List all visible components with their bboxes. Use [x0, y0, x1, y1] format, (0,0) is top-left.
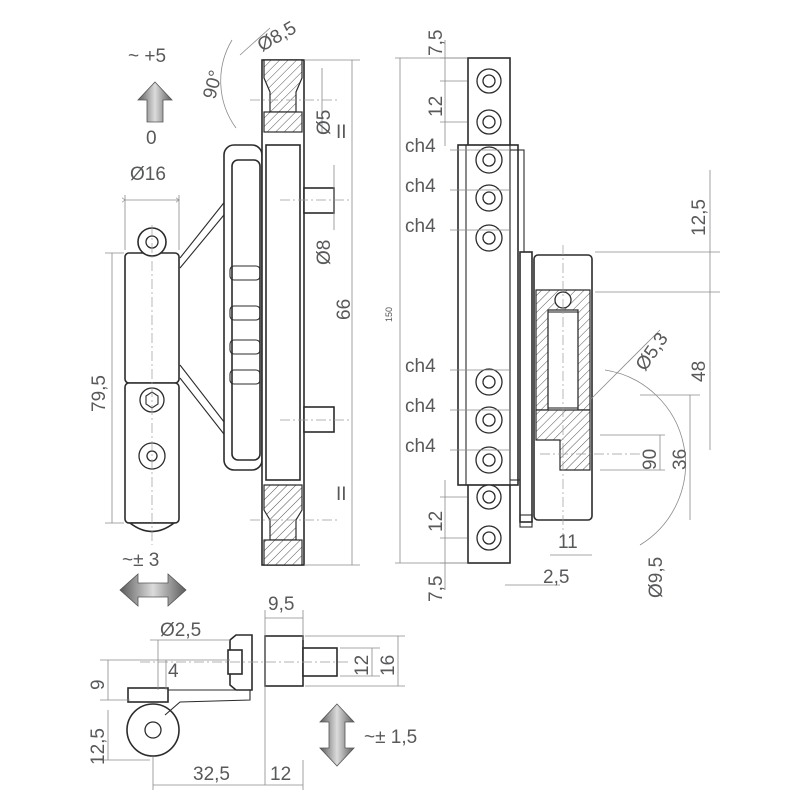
- ch4-label-3: ch4: [405, 216, 436, 237]
- adjust-height-label: ~± 1,5: [364, 727, 417, 748]
- front-view: [124, 59, 350, 566]
- side-view-dimensions: [395, 40, 720, 590]
- dim-12-5-top-view: 12,5: [88, 728, 109, 765]
- dim-d5: Ø5: [314, 110, 335, 135]
- plate-holes: [475, 68, 503, 551]
- adjust-vertical-zero-label: 0: [146, 128, 157, 149]
- dim-48: 48: [689, 361, 710, 382]
- dim-12-5-side: 12,5: [689, 199, 710, 236]
- dim-7-5-bottom: 7,5: [426, 576, 447, 602]
- ch4-label-1: ch4: [405, 136, 436, 157]
- dim-d2-5: Ø2,5: [160, 620, 201, 641]
- dim-4: 4: [168, 661, 179, 682]
- dim-32-5: 32,5: [193, 764, 230, 785]
- dim-12-top: 12: [426, 96, 447, 117]
- side-view: [457, 57, 640, 564]
- adjust-lateral-label: ~± 3: [122, 550, 159, 571]
- height-adjust-arrow: [319, 703, 355, 767]
- dim-36: 36: [670, 449, 691, 470]
- dim-90: 90: [640, 449, 661, 470]
- dim-7-5-top: 7,5: [426, 30, 447, 56]
- dim-angle-90: 90°: [200, 68, 228, 101]
- dim-2-5-side: 2,5: [543, 567, 569, 588]
- dim-16-top-view: 16: [378, 655, 399, 676]
- dim-66: 66: [334, 299, 355, 320]
- dim-150: 150: [384, 307, 394, 322]
- dim-9: 9: [88, 679, 109, 690]
- dim-d8-5: Ø8,5: [254, 18, 300, 57]
- parallel-mark-bottom: II: [336, 484, 347, 505]
- ch4-label-6: ch4: [405, 436, 436, 457]
- dim-9-5-top: 9,5: [268, 594, 294, 615]
- top-view-dimensions: [100, 610, 405, 790]
- adjust-vertical-plus-label: ~ +5: [128, 46, 166, 67]
- front-view-dimensions: [105, 27, 360, 566]
- ch4-label-5: ch4: [405, 396, 436, 417]
- parallel-mark-top: II: [336, 122, 347, 143]
- top-view: [126, 634, 350, 757]
- ch4-label-4: ch4: [405, 356, 436, 377]
- dim-d9-5-side: Ø9,5: [646, 557, 667, 598]
- ch4-label-2: ch4: [405, 176, 436, 197]
- dim-79-5: 79,5: [89, 375, 110, 412]
- lateral-adjust-arrow: [119, 573, 187, 607]
- dim-12-bottom-top-view: 12: [270, 764, 291, 785]
- dim-12-bottom: 12: [426, 511, 447, 532]
- dim-d8: Ø8: [314, 240, 335, 265]
- dim-d16-front: Ø16: [130, 164, 166, 185]
- vertical-adjust-arrow: [137, 81, 173, 123]
- dim-11: 11: [558, 532, 578, 553]
- dim-12-top-view: 12: [352, 655, 373, 676]
